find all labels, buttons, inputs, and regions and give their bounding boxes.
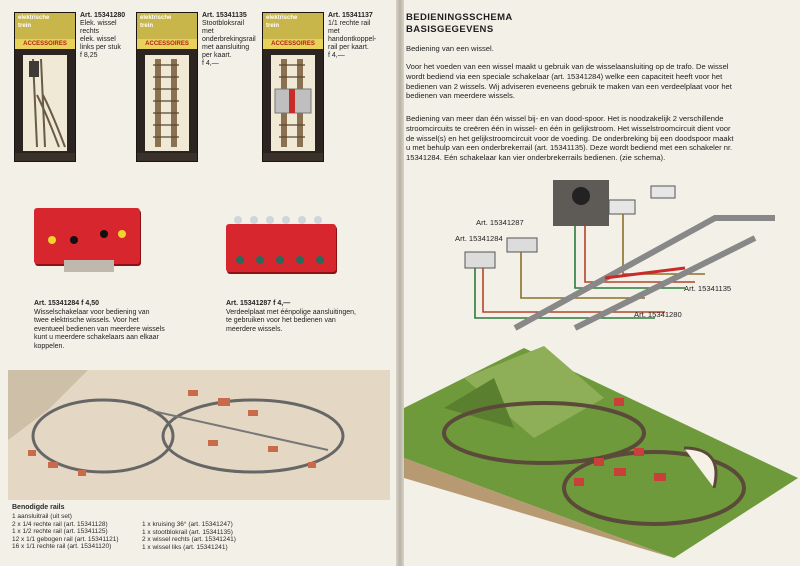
track-layout-photo bbox=[8, 370, 390, 500]
figure-eight-track-icon bbox=[8, 370, 390, 500]
section-title: BEDIENINGSSCHEMA bbox=[406, 12, 513, 23]
pack-band: ACCESSOIRES bbox=[137, 39, 197, 49]
product-pack-15341137: elektrische trein ACCESSOIRES bbox=[262, 12, 324, 162]
label-art-15341135: Art. 15341135 bbox=[684, 284, 732, 293]
pack-brand: elektrische bbox=[18, 15, 50, 21]
pack-card bbox=[23, 55, 67, 151]
pack-2-caption: Art. 15341135 Stootbloksrail met onderbr… bbox=[202, 12, 256, 67]
straight-rail-icon bbox=[153, 59, 179, 147]
needed-rails-col-2: 1 x kruising 36° (art. 15341247) 1 x sto… bbox=[142, 521, 236, 551]
distribution-plate-caption: Art. 15341287 f 4,— Verdeelplaat met één… bbox=[226, 300, 356, 333]
label-art-15341287: Art. 15341287 bbox=[476, 218, 524, 227]
pack-brand: elektrische bbox=[140, 15, 172, 21]
section-subtitle: BASISGEGEVENS bbox=[406, 24, 494, 35]
page-gutter bbox=[396, 0, 404, 566]
needed-rails-col-1: 1 aansluitrail (uit set) 2 x 1/4 rechte … bbox=[12, 513, 119, 551]
needed-rails-title: Benodigde rails bbox=[12, 504, 65, 511]
pack-brand: trein bbox=[18, 23, 32, 29]
label-art-15341280: Art. 15341280 bbox=[634, 310, 682, 319]
pack-card bbox=[145, 55, 189, 151]
wiring-diagram bbox=[464, 180, 775, 331]
pack-brand: elektrische bbox=[266, 15, 298, 21]
product-pack-15341280: elektrische trein ACCESSOIRES bbox=[14, 12, 76, 162]
switch-controller-photo bbox=[34, 208, 140, 272]
distribution-plate-photo bbox=[226, 216, 336, 272]
paragraph-3: Bediening van meer dan één wissel bij- e… bbox=[406, 114, 734, 163]
pack-1-caption: Art. 15341280 Elek. wissel rechts elek. … bbox=[80, 12, 126, 59]
pack-3-caption: Art. 15341137 1/1 rechte rail met handon… bbox=[328, 12, 377, 59]
switch-controller-caption: Art. 15341284 f 4,50 Wisselschakelaar vo… bbox=[34, 300, 165, 350]
pack-card bbox=[271, 55, 315, 151]
uncoupler-rail-icon bbox=[274, 59, 312, 147]
model-landscape-illustration bbox=[404, 346, 798, 558]
paragraph-2: Voor het voeden van een wissel maakt u g… bbox=[406, 62, 732, 101]
label-art-15341284: Art. 15341284 bbox=[455, 234, 503, 243]
paragraph-1: Bediening van een wissel. bbox=[406, 44, 494, 53]
pack-band: ACCESSOIRES bbox=[263, 39, 323, 49]
switch-rail-icon bbox=[29, 58, 66, 148]
product-pack-15341135: elektrische trein ACCESSOIRES bbox=[136, 12, 198, 162]
pack-band: ACCESSOIRES bbox=[15, 39, 75, 49]
pack-brand: trein bbox=[266, 23, 280, 29]
pack-brand: trein bbox=[140, 23, 154, 29]
